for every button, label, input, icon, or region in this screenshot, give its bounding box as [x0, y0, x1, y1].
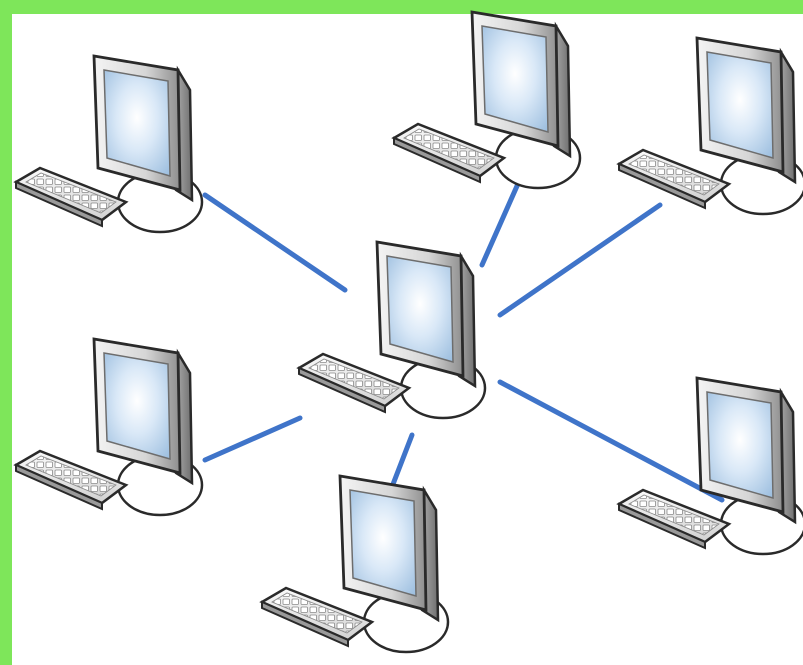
link-hub-bottom-left	[202, 415, 303, 463]
computer-bottom-center	[259, 474, 450, 654]
monitor-screen	[706, 51, 774, 160]
monitor-screen	[103, 69, 171, 178]
computer-right	[616, 376, 803, 556]
desktop-computer-icon	[92, 337, 182, 475]
keyboard-icon	[13, 449, 129, 511]
computer-hub	[296, 240, 487, 420]
monitor-screen	[103, 352, 171, 461]
computer-top-right	[616, 36, 803, 216]
desktop-computer-icon	[338, 474, 428, 612]
computer-bottom-left	[13, 337, 204, 517]
keyboard-icon	[296, 352, 412, 414]
desktop-computer-icon	[92, 54, 182, 192]
monitor-screen	[706, 391, 774, 500]
desktop-computer-icon	[375, 240, 465, 378]
monitor-screen	[386, 255, 454, 364]
keyboard-icon	[616, 148, 732, 210]
link-hub-right	[497, 379, 725, 503]
network-nodes	[13, 10, 803, 654]
desktop-computer-icon	[470, 10, 560, 148]
monitor-screen	[349, 489, 417, 598]
desktop-computer-icon	[695, 36, 785, 174]
keyboard-icon	[259, 586, 375, 648]
desktop-computer-icon	[695, 376, 785, 514]
keyboard-icon	[391, 122, 507, 184]
link-hub-bottom-center	[387, 432, 415, 495]
computer-top-left	[13, 54, 204, 234]
keyboard-icon	[616, 488, 732, 550]
link-hub-top-right	[497, 202, 663, 318]
link-hub-top-left	[202, 192, 348, 293]
monitor-screen	[481, 25, 549, 134]
keyboard-icon	[13, 166, 129, 228]
computer-top-center	[391, 10, 582, 190]
